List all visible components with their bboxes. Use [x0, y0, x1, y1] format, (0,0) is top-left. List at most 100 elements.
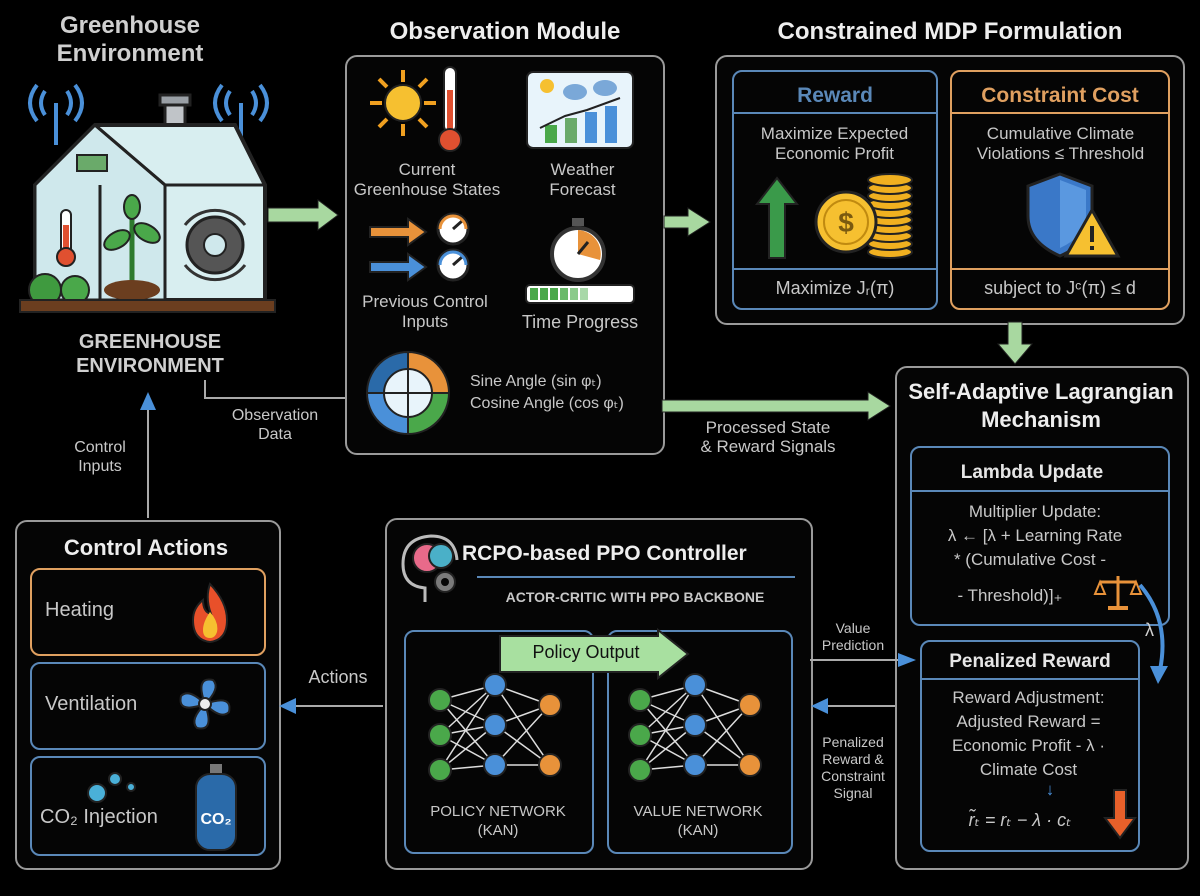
value-network-label: VALUE NETWORK (KAN): [610, 802, 786, 840]
policy-network-edge: [494, 704, 551, 766]
policy-network-line1: POLICY NETWORK: [430, 803, 566, 820]
greenhouse-illustration: [19, 83, 276, 313]
lambda-update-box: [910, 446, 1170, 626]
value-prediction-line1: Value: [835, 620, 871, 636]
pen-line4: Climate Cost: [979, 760, 1078, 779]
policy-network-edge: [494, 684, 551, 766]
cost-divider-bottom: [952, 268, 1168, 270]
lambda-divider: [912, 490, 1168, 492]
time-progress-bar: [525, 284, 635, 304]
control-inputs-line1: Control: [74, 439, 126, 456]
observation-data-line2: Data: [258, 426, 292, 443]
bubbles-icon: [87, 772, 136, 803]
processed-state-label: Processed State & Reward Signals: [668, 418, 868, 456]
gauge-icon: [436, 212, 470, 282]
policy-network-node: [483, 713, 507, 737]
policy-network-node: [428, 723, 452, 747]
processed-state-line2: & Reward Signals: [700, 437, 836, 456]
lambda-line2: λ ← [λ + Learning Rate: [947, 526, 1123, 545]
observation-data-label: Observation Data: [210, 406, 340, 444]
co2-tank-label: CO₂: [200, 811, 232, 828]
constraint-cost-description: Cumulative Climate Violations ≤ Threshol…: [976, 124, 1145, 163]
policy-network-graph: [428, 673, 562, 782]
constraint-cost-formula: subject to Jᶜ(π) ≤ d: [984, 278, 1136, 298]
controller-title: RCPO-based PPO Controller: [462, 542, 747, 565]
weather-chart-icon: [526, 71, 634, 149]
arrow-observation-to-mdp: [663, 207, 711, 237]
lambda-line4: - Threshold)]₊: [957, 586, 1063, 605]
co2-tank-icon: [195, 764, 237, 851]
constraint-cost-header: Constraint Cost: [981, 84, 1139, 107]
greenhouse-title-text: Greenhouse Environment: [56, 12, 204, 67]
greenhouse-caption-line1: GREENHOUSE: [78, 331, 222, 353]
time-progress-label: Time Progress: [521, 312, 639, 332]
svg-text:$: $: [838, 207, 854, 238]
arrow-up-icon: [754, 176, 800, 259]
value-network-edge: [639, 699, 696, 766]
penalized-reward-box: [920, 640, 1140, 852]
value-network-node: [628, 723, 652, 747]
policy-network-node: [538, 693, 562, 717]
gear-icon: [183, 208, 247, 282]
value-prediction-arrowhead: [898, 653, 916, 667]
arrow-orange-icon: [369, 217, 428, 247]
arrow-observation-to-lagrangian: [661, 391, 891, 421]
scale-icon: [1093, 576, 1143, 610]
shield-warning-icon: [1026, 172, 1121, 258]
lambda-symbol: λ: [1145, 620, 1154, 640]
fire-icon: [191, 582, 229, 644]
cosine-angle-label: Cosine Angle (cos φₜ): [470, 395, 624, 412]
coins-icon: $: [814, 173, 913, 259]
down-arrow-orange-icon: [1103, 789, 1137, 840]
cost-divider: [952, 112, 1168, 114]
processed-state-line1: Processed State: [705, 418, 831, 437]
pen-line1: Reward Adjustment:: [952, 688, 1105, 707]
fan-icon: [179, 678, 231, 730]
policy-network-node: [428, 688, 452, 712]
policy-network-node: [483, 753, 507, 777]
thermometer-icon: [56, 209, 76, 267]
penalized-signal-line1: Penalized: [822, 734, 884, 750]
observation-title: Observation Module: [389, 18, 621, 45]
control-inputs-arrowhead: [140, 392, 156, 410]
value-prediction-line2: Prediction: [821, 637, 885, 653]
observation-data-line1: Observation: [231, 407, 319, 424]
pen-down-arrow: ↓: [1045, 780, 1055, 799]
mdp-title: Constrained MDP Formulation: [777, 18, 1123, 45]
controller-subtitle: ACTOR-CRITIC WITH PPO BACKBONE: [505, 589, 765, 605]
heating-label: Heating: [45, 599, 114, 621]
greenhouse-caption: GREENHOUSE ENVIRONMENT: [55, 330, 245, 378]
value-network-node: [628, 688, 652, 712]
reward-divider-bottom: [734, 268, 936, 270]
pen-line2: Adjusted Reward =: [956, 712, 1101, 731]
lambda-line1: Multiplier Update:: [968, 502, 1102, 521]
reward-header: Reward: [797, 84, 873, 107]
controller-divider: [477, 576, 795, 578]
greenhouse-caption-line2: ENVIRONMENT: [76, 355, 224, 377]
reward-divider: [734, 112, 936, 114]
value-network-line2: (KAN): [677, 822, 719, 839]
value-network-node: [683, 713, 707, 737]
actions-arrowhead: [279, 698, 296, 714]
value-network-edge: [639, 684, 696, 736]
lambda-update-header: Lambda Update: [960, 462, 1104, 483]
policy-network-edge: [439, 684, 496, 736]
penalized-signal-line2: Reward &: [822, 751, 884, 767]
wifi-icon: [28, 83, 84, 145]
value-network-node: [738, 753, 762, 777]
pen-formula: r̃ₜ = rₜ − λ · cₜ: [968, 810, 1072, 830]
current-states-label: Current Greenhouse States: [353, 160, 501, 199]
value-network-edge: [639, 684, 696, 771]
previous-inputs-label: Previous Control Inputs: [362, 292, 488, 331]
value-network-node: [628, 758, 652, 782]
control-inputs-line2: Inputs: [78, 458, 122, 475]
policy-network-edge: [439, 684, 496, 771]
brain-head-icon: [401, 534, 459, 602]
penalized-signal-arrowhead: [811, 698, 828, 714]
arrow-greenhouse-to-observation: [267, 199, 339, 231]
observation-data-line: [204, 380, 345, 399]
policy-network-label: POLICY NETWORK (KAN): [410, 802, 586, 840]
policy-network-node: [483, 673, 507, 697]
value-network-node: [683, 673, 707, 697]
control-inputs-label: Control Inputs: [45, 438, 155, 476]
